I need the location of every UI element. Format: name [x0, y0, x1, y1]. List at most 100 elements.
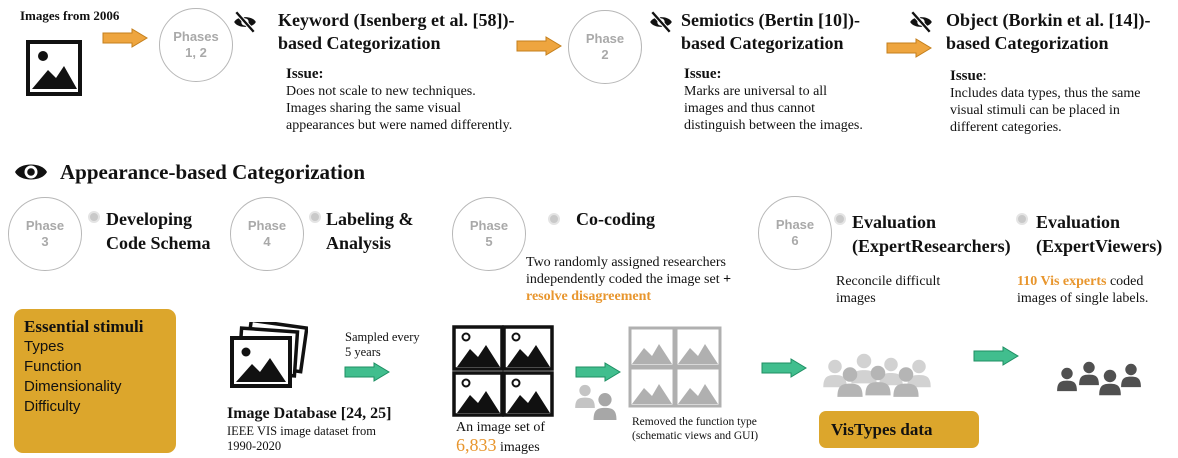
- stage-6a-desc-line1: Reconcile difficult: [836, 274, 941, 289]
- phase-2-circle: Phase 2: [568, 10, 642, 84]
- stage-6b-desc-line2: images of single labels.: [1017, 291, 1149, 306]
- stage-6b-line1: Evaluation: [1036, 212, 1121, 232]
- stage-3-line2: Code Schema: [106, 233, 211, 253]
- semiotics-issue-line1: Marks are universal to all: [684, 84, 828, 99]
- phase-1-2-number: 1, 2: [185, 45, 207, 60]
- object-title: Object (Borkin et al. [14])- based Categ…: [946, 9, 1150, 55]
- object-issue-line3: different categories.: [950, 120, 1062, 135]
- semiotics-title-line1: Semiotics (Bertin [10])-: [681, 10, 860, 30]
- object-issue-line1: Includes data types, thus the same: [950, 86, 1141, 101]
- people-group-gray-icon: [823, 353, 931, 397]
- phase-4-label: Phase: [247, 218, 287, 233]
- phase-3-circle: Phase 3: [8, 197, 82, 271]
- stage-6b-title: Evaluation (ExpertViewers): [1036, 210, 1162, 258]
- stage-6a-line1: Evaluation: [852, 212, 937, 232]
- green-arrow-4: [972, 346, 1020, 366]
- stage-6a-line2: (ExpertResearchers): [852, 236, 1011, 256]
- stage-6b-desc-line1: 110 Vis experts coded: [1017, 274, 1144, 289]
- image-set-count-line: 6,833 images: [456, 435, 540, 458]
- object-issue: Issue: Includes data types, thus the sam…: [950, 67, 1141, 136]
- phase-5-label: Phase: [469, 218, 509, 233]
- semiotics-title: Semiotics (Bertin [10])- based Categoriz…: [681, 9, 860, 55]
- stimuli-item-dimensionality: Dimensionality: [24, 378, 122, 395]
- stage-3-line1: Developing: [106, 209, 193, 229]
- eye-slash-icon: [908, 9, 934, 35]
- sampled-line2: 5 years: [345, 345, 381, 359]
- stimuli-item-function: Function: [24, 358, 82, 375]
- phase-1-2-label: Phases: [173, 29, 219, 44]
- keyword-title-line2: based Categorization: [278, 33, 441, 53]
- semiotics-issue: Issue: Marks are universal to all images…: [684, 65, 863, 134]
- keyword-issue-line2: Images sharing the same visual: [286, 101, 461, 116]
- object-issue-label: Issue:: [950, 68, 987, 84]
- stage-6a-title: Evaluation (ExpertResearchers): [852, 210, 1011, 258]
- sampled-line1: Sampled every: [345, 330, 420, 344]
- phase-6-number: 6: [791, 233, 799, 248]
- phase-3-number: 3: [41, 234, 49, 249]
- stage-6a-desc-line2: images: [836, 291, 876, 306]
- source-label: Images from 2006: [20, 8, 120, 23]
- green-arrow-3: [760, 358, 808, 378]
- people-group-dark-icon: [1057, 361, 1141, 396]
- green-arrow-2: [574, 362, 622, 382]
- image-database-subtitle: IEEE VIS image dataset from 1990-2020: [227, 424, 376, 454]
- stage-3-title: Developing Code Schema: [106, 207, 211, 255]
- image-grid-icon: [452, 325, 554, 417]
- eye-icon: [15, 164, 47, 180]
- removed-line2: (schematic views and GUI): [632, 430, 759, 442]
- essential-stimuli-title: Essential stimuli: [24, 317, 144, 336]
- image-set-count: 6,833: [456, 435, 497, 455]
- green-arrow-1: [342, 362, 392, 382]
- phase-5-circle: Phase 5: [452, 197, 526, 271]
- phase-6-label: Phase: [775, 217, 815, 232]
- phase-4-number: 4: [263, 234, 271, 249]
- keyword-issue-line1: Does not scale to new techniques.: [286, 84, 476, 99]
- stage-5-highlight: resolve disagreement: [526, 289, 652, 304]
- stage-4-title: Labeling & Analysis: [326, 207, 414, 255]
- essential-stimuli-box: Essential stimuli Types Function Dimensi…: [14, 309, 176, 453]
- object-title-line1: Object (Borkin et al. [14])-: [946, 10, 1151, 30]
- orange-arrow-2: [514, 36, 564, 56]
- keyword-issue-line3: appearances but were named differently.: [286, 118, 513, 133]
- stimuli-item-types: Types: [24, 338, 65, 355]
- stage-5-title: Co-coding: [576, 209, 656, 229]
- image-icon: [26, 40, 82, 96]
- keyword-title-line1: Keyword (Isenberg et al. [58])-: [278, 10, 515, 30]
- stage-dot: [309, 211, 321, 223]
- keyword-title: Keyword (Isenberg et al. [58])- based Ca…: [278, 9, 514, 55]
- stage-dot: [1016, 213, 1028, 225]
- stage-6a-description: Reconcile difficult images: [836, 273, 940, 307]
- image-stack-icon: [230, 322, 308, 388]
- eye-slash-icon: [648, 9, 674, 35]
- semiotics-issue-label: Issue:: [684, 66, 722, 82]
- object-title-line2: based Categorization: [946, 33, 1109, 53]
- stage-6b-description: 110 Vis experts coded images of single l…: [1017, 273, 1148, 307]
- removed-note: Removed the function type (schematic vie…: [632, 415, 758, 443]
- phase-4-circle: Phase 4: [230, 197, 304, 271]
- keyword-issue: Issue: Does not scale to new techniques.…: [286, 65, 512, 134]
- object-issue-line2: visual stimuli can be placed in: [950, 103, 1120, 118]
- removed-line1: Removed the function type: [632, 416, 757, 428]
- phase-6-circle: Phase 6: [758, 196, 832, 270]
- vistypes-data-box: VisTypes data: [819, 411, 979, 448]
- phase-5-number: 5: [485, 234, 493, 249]
- keyword-issue-label: Issue:: [286, 66, 324, 82]
- image-database-title: Image Database [24, 25]: [227, 405, 392, 422]
- stage-dot: [88, 211, 100, 223]
- orange-arrow-3: [884, 38, 934, 58]
- image-set-suffix: images: [500, 440, 540, 455]
- phase-2-number: 2: [601, 47, 609, 62]
- stage-4-line2: Analysis: [326, 233, 392, 253]
- image-set-prefix: An image set of: [456, 420, 546, 435]
- image-grid-gray-icon: [628, 326, 722, 408]
- sampled-label: Sampled every 5 years: [345, 330, 420, 360]
- vistypes-data-label: VisTypes data: [831, 419, 933, 439]
- stage-4-line1: Labeling &: [326, 209, 414, 229]
- people-icon: [575, 384, 617, 420]
- appearance-title: Appearance-based Categorization: [60, 160, 366, 184]
- orange-arrow-1: [100, 28, 150, 48]
- stage-5-desc-line2: independently coded the image set +: [526, 272, 732, 287]
- semiotics-issue-line2: images and thus cannot: [684, 101, 816, 116]
- stage-dot: [548, 213, 560, 225]
- stage-dot: [834, 213, 846, 225]
